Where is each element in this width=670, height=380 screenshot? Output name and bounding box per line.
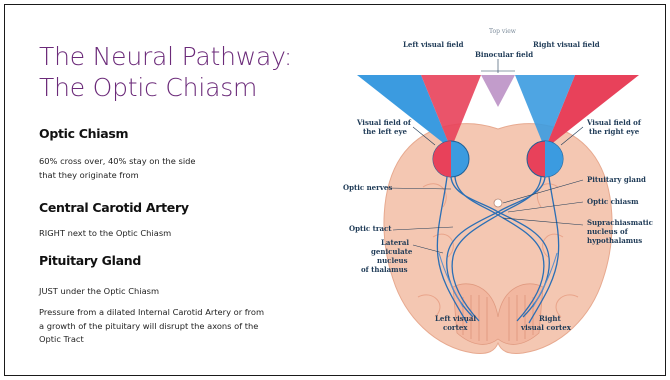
text-line: 60% cross over, 40% stay on the side [39, 155, 339, 169]
pituitary-gland-marker [494, 199, 502, 207]
text-line: JUST under the Optic Chiasm [39, 285, 339, 299]
label-vf-left-eye-1: Visual field of [356, 118, 412, 127]
text-line: that they originate from [39, 169, 339, 183]
text-line: Pressure from a dilated Internal Carotid… [39, 306, 339, 320]
label-suprachiasmatic-1: Suprachiasmatic [587, 218, 653, 227]
label-lgn-3: nucleus [377, 256, 408, 265]
title-line-1: The Neural Pathway: [39, 41, 329, 72]
heading-optic-chiasm: Optic Chiasm [39, 126, 128, 141]
label-optic-tract: Optic tract [349, 224, 392, 233]
label-suprachiasmatic-2: nucleus of [587, 227, 629, 236]
text-line: Optic Tract [39, 333, 339, 347]
label-vf-left-eye-2: the left eye [363, 127, 408, 136]
label-optic-nerves: Optic nerves [343, 183, 392, 192]
label-binocular-field: Binocular field [475, 50, 533, 59]
slide-title: The Neural Pathway: The Optic Chiasm [39, 41, 329, 103]
label-lgn-2: geniculate [371, 247, 413, 256]
carotid-text: RIGHT next to the Optic Chiasm [39, 227, 339, 241]
label-right-cortex-1: Right [539, 314, 561, 323]
label-top-view: Top view [489, 28, 517, 35]
label-optic-chiasm: Optic chiasm [587, 197, 639, 206]
heading-pituitary-gland: Pituitary Gland [39, 253, 141, 268]
optic-chiasm-text: 60% cross over, 40% stay on the side tha… [39, 155, 339, 182]
text-line: a growth of the pituitary will disrupt t… [39, 320, 339, 334]
text-line: RIGHT next to the Optic Chiasm [39, 227, 339, 241]
pituitary-text: JUST under the Optic Chiasm [39, 285, 339, 299]
label-left-visual-field: Left visual field [403, 40, 464, 49]
label-right-cortex-2: visual cortex [520, 323, 572, 332]
optic-pathway-diagram: Top view Left visual field Right visual … [343, 17, 653, 372]
heading-central-carotid-artery: Central Carotid Artery [39, 200, 189, 215]
label-lgn-1: Lateral [381, 238, 409, 247]
label-pituitary-gland: Pituitary gland [587, 175, 646, 184]
label-vf-right-eye-2: the right eye [589, 127, 640, 136]
label-right-visual-field: Right visual field [533, 40, 600, 49]
label-suprachiasmatic-3: hypothalamus [587, 236, 642, 245]
label-left-cortex-1: Left visual [435, 314, 476, 323]
label-lgn-4: of thalamus [361, 265, 408, 274]
binocular-overlap [481, 75, 515, 107]
label-left-cortex-2: cortex [443, 323, 468, 332]
label-vf-right-eye-1: Visual field of [586, 118, 642, 127]
title-line-2: The Optic Chiasm [39, 72, 329, 103]
pressure-text: Pressure from a dilated Internal Carotid… [39, 306, 339, 347]
slide: The Neural Pathway: The Optic Chiasm Opt… [4, 4, 666, 376]
